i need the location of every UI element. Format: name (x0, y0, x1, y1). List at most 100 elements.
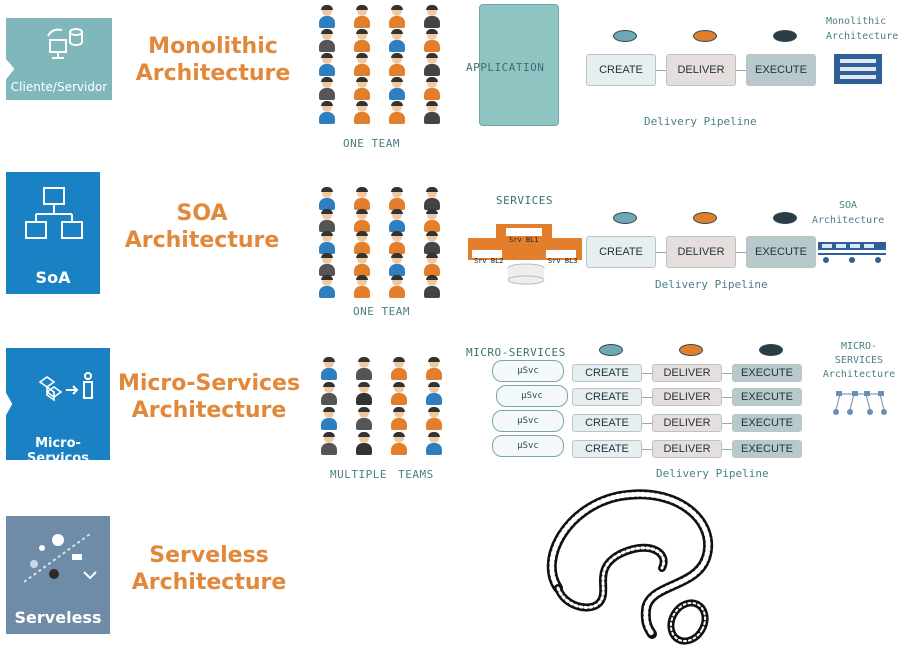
team-member-icon (318, 77, 336, 100)
pipeline-stage-execute: EXECUTE (732, 388, 802, 406)
stage-indicator-icon (599, 344, 623, 356)
tile-micro-servicos: Micro-Serviços (6, 348, 110, 460)
pipeline-arrow (736, 252, 746, 253)
microservices-title: Micro-Services Architecture (114, 370, 304, 424)
team-member-icon (320, 407, 338, 430)
team-member-icon (423, 77, 441, 100)
usvc-badge: µSvc (492, 435, 564, 457)
side-label-line: MICRO- (840, 341, 878, 352)
team-member-icon (425, 432, 443, 455)
team-member-icon (390, 407, 408, 430)
team-member-icon (423, 101, 441, 124)
pipeline-stage-deliver: DELIVER (652, 388, 722, 406)
pipeline-arrow (736, 70, 746, 71)
pipeline-stage-create: CREATE (572, 440, 642, 458)
team-member-icon (390, 357, 408, 380)
microservices-network-icon (833, 391, 887, 415)
pipeline-stage-execute: EXECUTE (746, 54, 816, 86)
pipeline-caption: Delivery Pipeline (656, 467, 769, 480)
title-line-2: Architecture (131, 570, 287, 595)
team-member-icon (318, 187, 336, 210)
pipeline-stage-create: CREATE (586, 54, 656, 86)
tile-label: Cliente/Servidor (10, 80, 108, 94)
team-label: MULTIPLE TEAMS (330, 468, 434, 481)
team-member-icon (388, 53, 406, 76)
soa-service-label: Srv BL3 (548, 257, 578, 265)
monolith-server-icon (834, 54, 882, 84)
team-member-icon (318, 101, 336, 124)
side-label-line: Architecture (822, 369, 896, 380)
team-member-icon (355, 357, 373, 380)
pipeline-stage-deliver: DELIVER (652, 414, 722, 432)
monolithic-side-label: Monolithic Architecture (826, 14, 899, 44)
team-member-icon (318, 29, 336, 52)
team-member-icon (388, 209, 406, 232)
team-label: ONE TEAM (353, 305, 410, 318)
team-member-icon (320, 432, 338, 455)
services-label: SERVICES (496, 194, 553, 207)
pipeline-arrow (642, 449, 652, 450)
soa-services-diagram (468, 224, 582, 285)
team-member-icon (388, 77, 406, 100)
team-member-icon (318, 253, 336, 276)
pipeline-stage-create: CREATE (572, 388, 642, 406)
team-grid-monolithic (318, 5, 458, 124)
team-member-icon (353, 29, 371, 52)
side-label-line: SOA (838, 200, 858, 211)
application-box (479, 4, 559, 126)
question-mark-sketch (546, 489, 713, 645)
pipeline-stage-deliver: DELIVER (666, 54, 736, 86)
title-line-1: Monolithic (148, 34, 278, 59)
title-line-1: Micro-Services (117, 371, 301, 396)
side-label-line: Architecture (826, 31, 899, 42)
usvc-badge: µSvc (496, 385, 568, 407)
soa-service-label: Srv BL2 (474, 257, 504, 265)
pipeline-caption: Delivery Pipeline (655, 278, 768, 291)
stage-indicator-icon (613, 212, 637, 224)
team-member-icon (388, 101, 406, 124)
team-member-icon (353, 53, 371, 76)
team-member-icon (423, 5, 441, 28)
team-member-icon (388, 187, 406, 210)
pipeline-arrow (722, 373, 732, 374)
team-member-icon (423, 231, 441, 254)
team-member-icon (425, 357, 443, 380)
team-member-icon (318, 53, 336, 76)
pipeline-arrow (722, 449, 732, 450)
pipeline-arrow (642, 423, 652, 424)
pipeline-arrow (642, 397, 652, 398)
team-grid-microservices (320, 357, 460, 458)
stage-indicator-icon (759, 344, 783, 356)
stage-indicator-icon (693, 212, 717, 224)
team-member-icon (353, 231, 371, 254)
stage-indicator-icon (693, 30, 717, 42)
pipeline-stage-deliver: DELIVER (666, 236, 736, 268)
soa-bus-icon (818, 242, 886, 263)
side-label-line: SERVICES (834, 355, 884, 366)
title-line-1: Serveless (149, 543, 269, 568)
pipeline-stage-execute: EXECUTE (732, 364, 802, 382)
pipeline-stage-create: CREATE (572, 414, 642, 432)
team-member-icon (423, 187, 441, 210)
pipeline-stage-execute: EXECUTE (732, 440, 802, 458)
team-member-icon (388, 275, 406, 298)
team-member-icon (355, 382, 373, 405)
title-line-2: Architecture (124, 228, 280, 253)
team-member-icon (423, 53, 441, 76)
team-member-icon (318, 209, 336, 232)
microservices-side-label: MICRO- SERVICES Architecture (822, 340, 896, 382)
team-member-icon (423, 29, 441, 52)
team-member-icon (388, 253, 406, 276)
team-member-icon (425, 382, 443, 405)
team-member-icon (353, 253, 371, 276)
pipeline-stage-deliver: DELIVER (652, 364, 722, 382)
team-member-icon (390, 382, 408, 405)
pipeline-caption: Delivery Pipeline (644, 115, 757, 128)
team-member-icon (423, 253, 441, 276)
hierarchy-icon (25, 187, 83, 239)
soa-title: SOA Architecture (118, 200, 286, 254)
usvc-badge: µSvc (492, 360, 564, 382)
title-line-1: SOA (176, 201, 228, 226)
soa-service-label: Srv BL1 (509, 236, 539, 244)
